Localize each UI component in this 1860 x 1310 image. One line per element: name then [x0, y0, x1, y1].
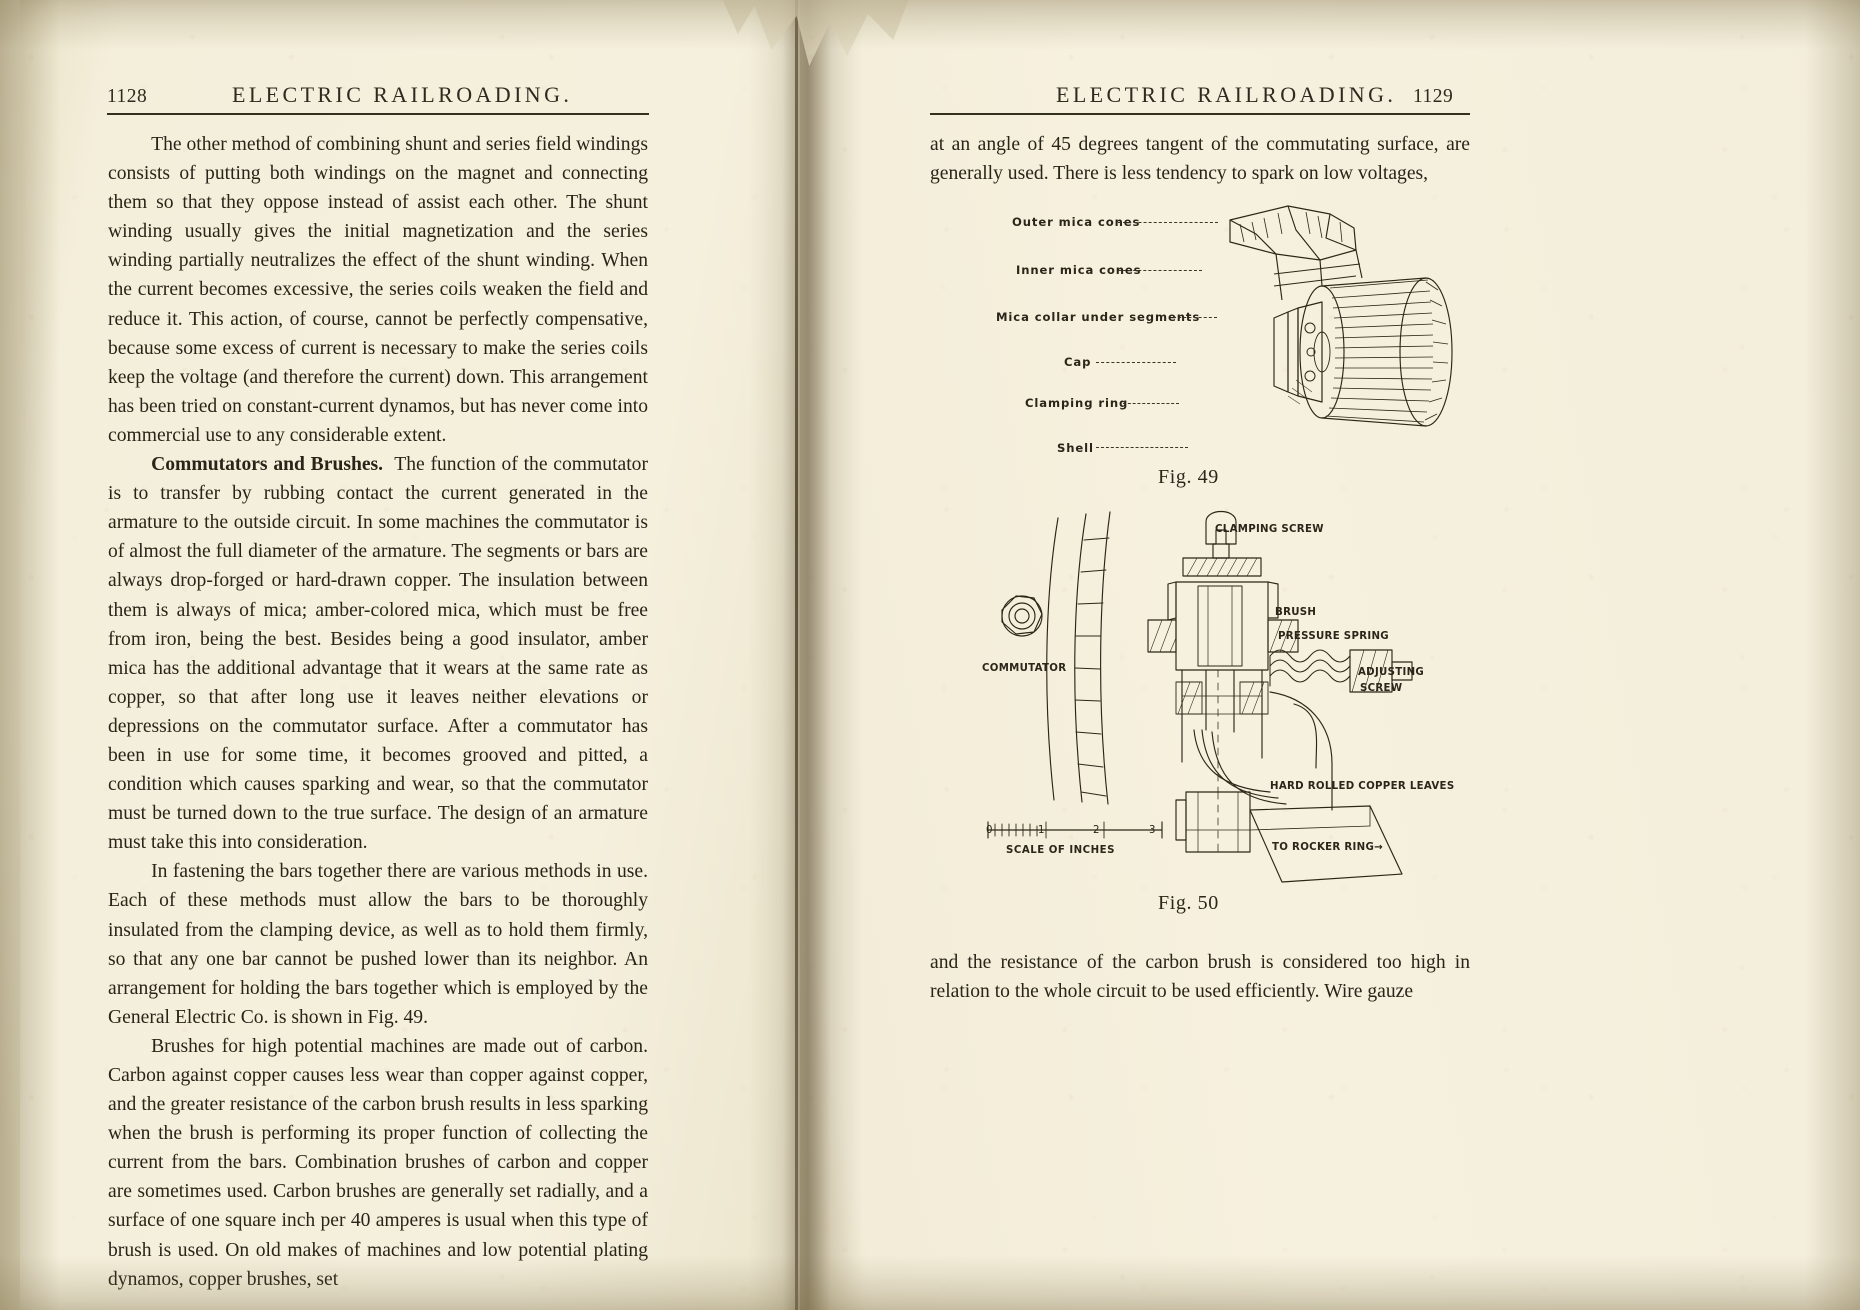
fig50-label-clamping-screw: CLAMPING SCREW — [1215, 524, 1324, 535]
fig49-label-shell: Shell — [1057, 441, 1094, 455]
fig49-label-inner-mica-cones: Inner mica cones — [1016, 263, 1142, 277]
fig50-label-scale-of-inches: SCALE OF INCHES — [1006, 845, 1115, 856]
fig49-leader-6 — [1096, 447, 1188, 448]
figure-49: Outer mica cones Inner mica cones Mica c… — [930, 190, 1475, 490]
paragraph-2: Commutators and Brushes. The function of… — [108, 450, 648, 857]
fig49-label-outer-mica-cones: Outer mica cones — [1012, 215, 1141, 229]
left-body-text: The other method of combining shunt and … — [108, 130, 648, 1294]
fig50-drawing — [987, 510, 1413, 883]
fig49-label-cap: Cap — [1064, 355, 1092, 369]
right-page — [800, 0, 1860, 1310]
right-top-text: at an angle of 45 degrees tangent of the… — [930, 130, 1470, 188]
fig50-label-screw: SCREW — [1360, 683, 1403, 694]
run-in-heading: Commutators and Brushes. — [151, 454, 384, 476]
paragraph-3: In fastening the bars together there are… — [108, 861, 648, 1028]
right-bottom-paragraph: and the resistance of the carbon brush i… — [930, 952, 1470, 1003]
fig50-label-pressure-spring: PRESSURE SPRING — [1278, 631, 1389, 642]
fig49-drawing — [1229, 205, 1453, 427]
fig49-leader-1 — [1118, 222, 1218, 223]
right-header-rule — [930, 113, 1470, 115]
fig50-label-commutator: COMMUTATOR — [982, 663, 1067, 674]
fig49-leader-3 — [1173, 317, 1217, 318]
fig49-leader-4 — [1096, 362, 1176, 363]
fig49-label-mica-collar: Mica collar under segments — [996, 310, 1201, 324]
left-header-rule — [107, 113, 649, 115]
fig49-label-clamping-ring: Clamping ring — [1025, 396, 1129, 410]
fig50-label-brush: BRUSH — [1275, 607, 1317, 618]
figure-49-caption: Fig. 49 — [1158, 466, 1219, 488]
left-folio: 1128 — [107, 86, 148, 107]
fig50-label-copper-leaves: HARD ROLLED COPPER LEAVES — [1270, 781, 1455, 792]
right-running-head: ELECTRIC RAILROADING. — [1056, 82, 1397, 107]
paragraph-2-text: The function of the commutator is to tra… — [108, 454, 648, 854]
figure-50: CLAMPING SCREW BRUSH PRESSURE SPRING ADJ… — [930, 500, 1475, 920]
paragraph-1: The other method of combining shunt and … — [108, 134, 648, 446]
fig50-label-to-rocker-ring: TO ROCKER RING→ — [1272, 842, 1383, 853]
fig49-leader-2 — [1118, 270, 1202, 271]
fig50-label-adjusting: ADJUSTING — [1358, 667, 1425, 678]
right-folio: 1129 — [1413, 86, 1454, 107]
figure-50-caption: Fig. 50 — [1158, 892, 1219, 914]
fig49-leader-5 — [1123, 403, 1179, 404]
left-page — [20, 0, 810, 1310]
left-running-head: ELECTRIC RAILROADING. — [232, 82, 573, 107]
right-bottom-text: and the resistance of the carbon brush i… — [930, 948, 1470, 1006]
paragraph-4: Brushes for high potential machines are … — [108, 1035, 648, 1290]
right-top-paragraph: at an angle of 45 degrees tangent of the… — [930, 134, 1470, 185]
